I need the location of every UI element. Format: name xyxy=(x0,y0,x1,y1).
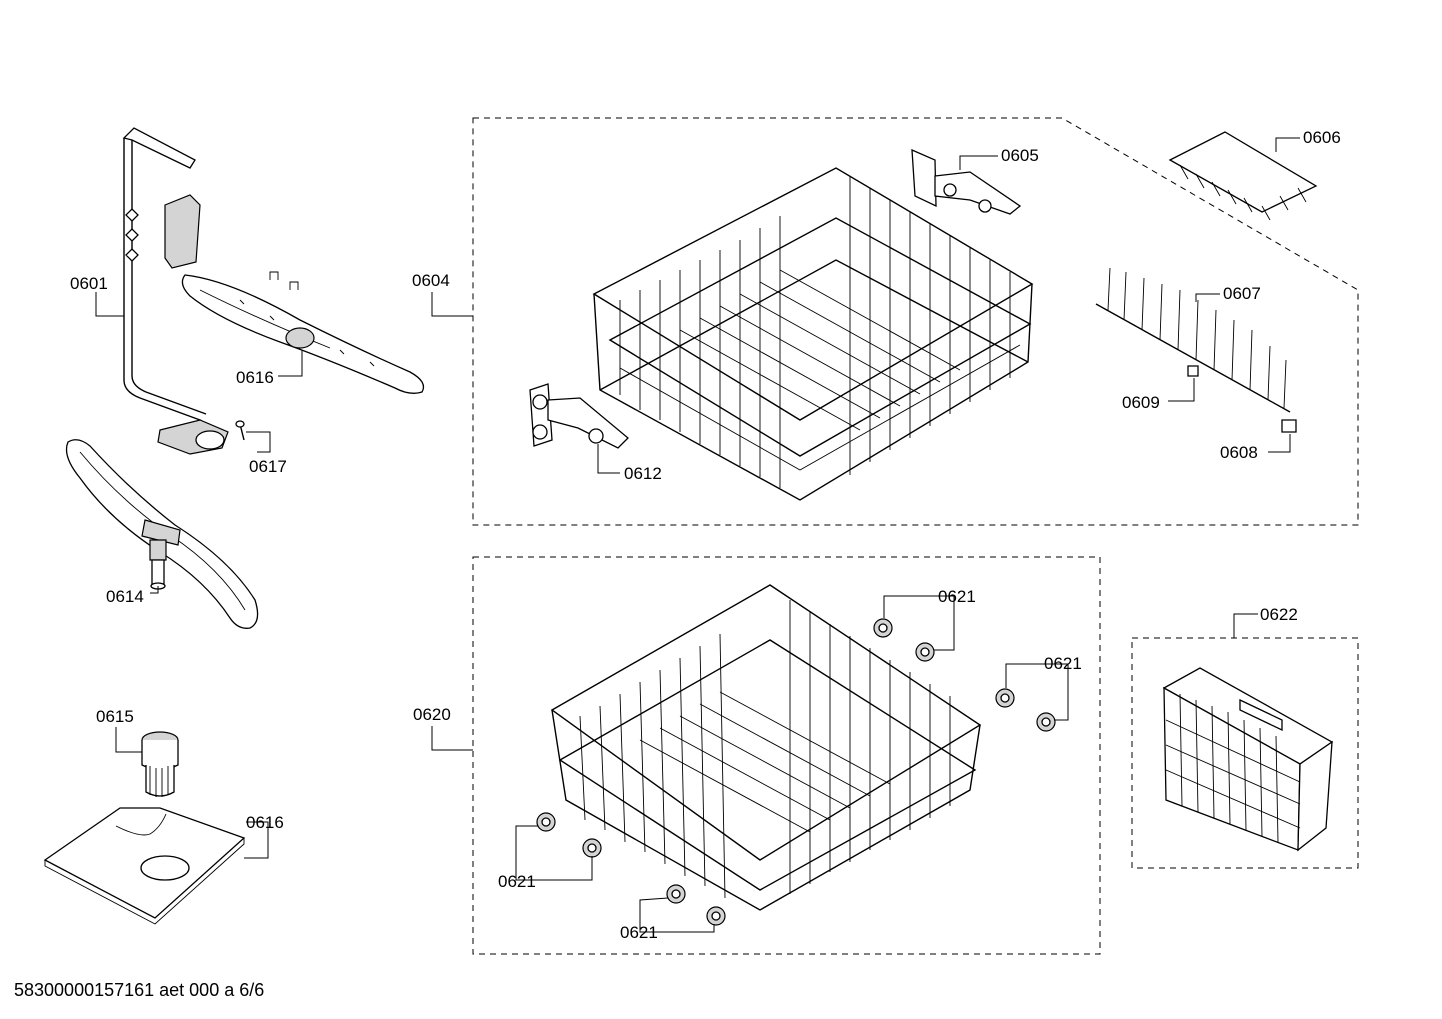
filter-plate-part[interactable] xyxy=(43,807,246,925)
wheel-group-bottom-part[interactable] xyxy=(666,884,726,926)
label-0616-lower: 0616 xyxy=(246,813,284,832)
wheel-group-top-part[interactable] xyxy=(873,618,935,662)
lower-spray-arm-part[interactable] xyxy=(65,439,259,629)
label-0601: 0601 xyxy=(70,274,108,293)
label-0617: 0617 xyxy=(249,457,287,476)
label-0615: 0615 xyxy=(96,707,134,726)
filter-part[interactable] xyxy=(141,731,179,797)
label-0606: 0606 xyxy=(1303,128,1341,147)
tine-row-part[interactable] xyxy=(1095,267,1291,413)
upper-rack-group-box xyxy=(472,117,1359,526)
label-0622: 0622 xyxy=(1260,605,1298,624)
rack-rail-bracket-left-part[interactable] xyxy=(529,383,629,449)
screw-part[interactable] xyxy=(235,420,245,441)
label-0608: 0608 xyxy=(1220,443,1258,462)
label-0614: 0614 xyxy=(106,587,144,606)
label-0605: 0605 xyxy=(1001,146,1039,165)
label-0621-top: 0621 xyxy=(938,587,976,606)
document-id-footer: 58300000157161 aet 000 a 6/6 xyxy=(14,980,265,1000)
label-0616-upper: 0616 xyxy=(236,368,274,387)
label-0621-right: 0621 xyxy=(1044,654,1082,673)
wheel-group-left-part[interactable] xyxy=(536,812,602,858)
tine-row-clip-0608-part[interactable] xyxy=(1281,419,1297,433)
label-0621-bottom: 0621 xyxy=(620,923,658,942)
cutlery-basket-group-box xyxy=(1131,637,1359,869)
label-0609: 0609 xyxy=(1122,393,1160,412)
label-0620: 0620 xyxy=(413,705,451,724)
tine-row-clip-0609-part[interactable] xyxy=(1187,365,1199,377)
upper-rack-part[interactable] xyxy=(592,167,1034,501)
label-0604: 0604 xyxy=(412,271,450,290)
cutlery-basket-part[interactable] xyxy=(1162,667,1334,852)
cup-shelf-part[interactable] xyxy=(1168,131,1318,221)
wheel-group-right-part[interactable] xyxy=(995,688,1056,732)
label-0607: 0607 xyxy=(1223,284,1261,303)
lower-rack-part[interactable] xyxy=(550,584,982,911)
label-0612: 0612 xyxy=(624,464,662,483)
upper-spray-arm-part[interactable] xyxy=(164,194,425,394)
rack-rail-bracket-right-part[interactable] xyxy=(911,148,1022,215)
lower-rack-group-box xyxy=(472,556,1101,955)
leader-lines xyxy=(95,137,1300,933)
spray-pipe-part[interactable] xyxy=(122,127,229,455)
label-0621-left: 0621 xyxy=(498,872,536,891)
